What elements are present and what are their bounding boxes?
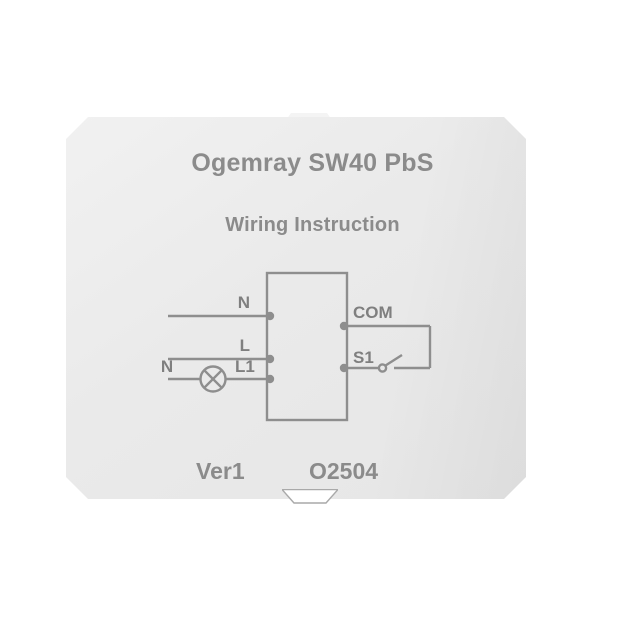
wiring-diagram: N L N L1 COM S1 [161,271,432,422]
switch-pivot-icon [377,363,388,373]
label-com: COM [353,303,393,322]
switch-blade-icon [384,353,403,367]
lamp-icon-cross-b [203,369,223,389]
label-n-in: N [238,293,250,312]
module-body-outline [265,271,349,422]
instruction-subtitle: Wiring Instruction [225,214,400,236]
version-label: Ver1 [196,458,245,484]
bottom-notch-outline [282,489,338,504]
device-faceplate [66,117,526,499]
bottom-notch [282,489,338,504]
product-title: Ogemray SW40 PbS [191,149,434,177]
label-n-lamp: N [161,357,173,376]
label-s1: S1 [353,348,374,367]
label-l-in: L [240,336,250,355]
batch-code-label: O2504 [309,458,379,484]
label-l1: L1 [235,357,255,376]
